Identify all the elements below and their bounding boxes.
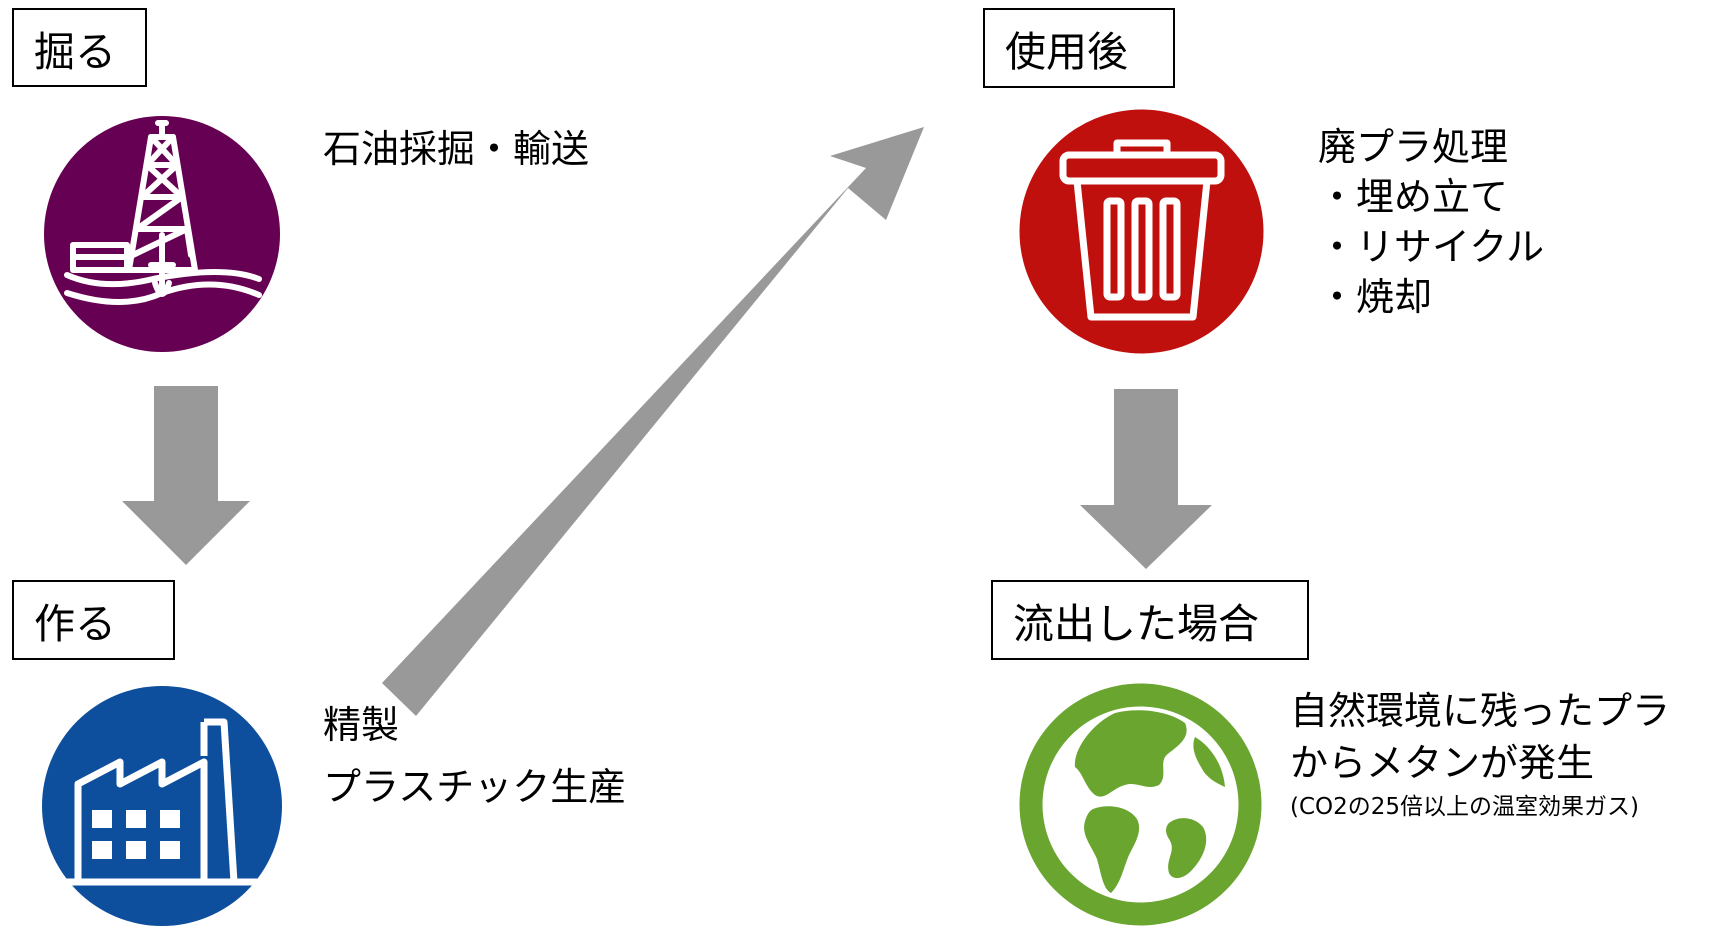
oil-rig-icon — [44, 116, 280, 352]
trash-can-icon — [1019, 109, 1264, 354]
label-box-leak: 流出した場合 — [991, 580, 1309, 660]
label-box-after-use: 使用後 — [983, 8, 1175, 88]
description-leak-line-2: からメタンが発生 — [1290, 741, 1595, 785]
arrow-make-to-after-use — [382, 127, 924, 716]
factory-icon — [42, 686, 282, 926]
step-label-leak: 流出した場合 — [1013, 600, 1259, 648]
description-after-use: 廃プラ処理 ・埋め立て ・リサイクル ・焼却 — [1318, 122, 1544, 322]
description-after-use-line-3: ・リサイクル — [1318, 225, 1545, 269]
description-leak: 自然環境に残ったプラ からメタンが発生 (CO2の25倍以上の温室効果ガス) — [1290, 686, 1670, 822]
description-make-line-2: プラスチック生産 — [323, 765, 627, 809]
arrow-after-use-to-leak — [1080, 389, 1212, 569]
label-box-make: 作る — [12, 580, 175, 660]
description-make: 精製 プラスチック生産 — [323, 700, 626, 812]
step-label-make: 作る — [34, 600, 116, 648]
step-label-dig: 掘る — [34, 28, 116, 76]
description-make-line-1: 精製 — [323, 703, 400, 747]
description-after-use-line-4: ・焼却 — [1318, 275, 1433, 319]
earth-globe-icon — [1019, 683, 1262, 926]
description-after-use-line-1: 廃プラ処理 — [1318, 125, 1509, 169]
description-after-use-line-2: ・埋め立て — [1318, 175, 1509, 219]
description-dig: 石油採掘・輸送 — [323, 127, 590, 171]
arrow-dig-to-make — [122, 386, 250, 565]
label-box-dig: 掘る — [12, 8, 147, 87]
step-label-after-use: 使用後 — [1005, 28, 1128, 76]
description-leak-line-1: 自然環境に残ったプラ — [1290, 689, 1671, 733]
description-leak-note: (CO2の25倍以上の温室効果ガス) — [1290, 794, 1640, 820]
